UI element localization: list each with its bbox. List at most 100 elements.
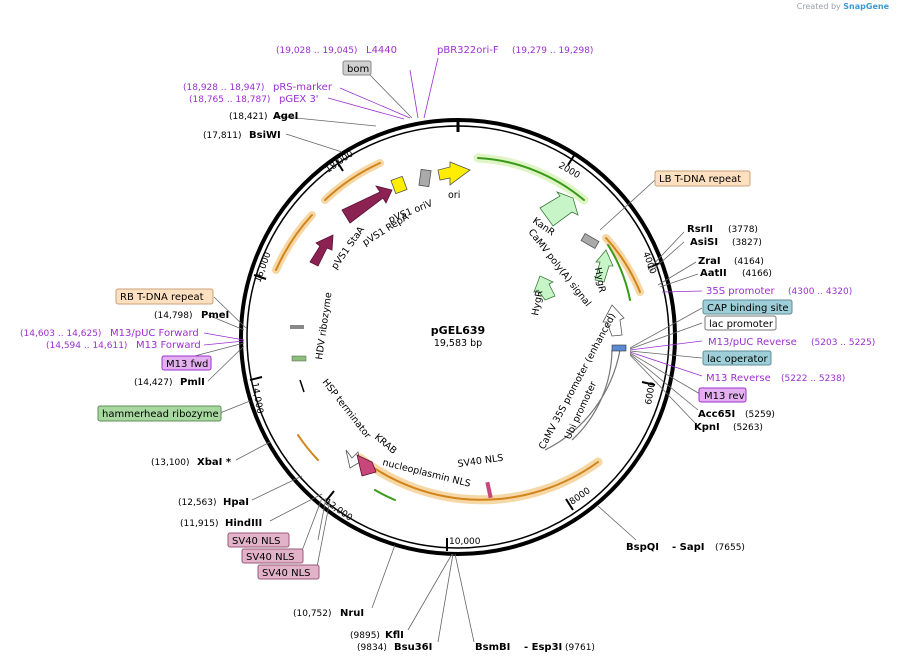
rb-feature[interactable] <box>290 325 304 329</box>
orf-arc-topleft <box>324 162 381 201</box>
staa-feature[interactable] <box>309 234 334 267</box>
krab-feature[interactable] <box>356 454 377 477</box>
sv40-box-2[interactable] <box>241 548 304 564</box>
pmli-pos: (14,427) <box>134 378 173 388</box>
m13rev-box[interactable] <box>698 387 747 403</box>
kfli-label[interactable]: KflI <box>385 630 404 641</box>
rsrii-label[interactable]: RsrII <box>687 224 713 235</box>
sapi-label[interactable]: - SapI <box>672 542 704 553</box>
ubi-arc <box>544 349 621 451</box>
leader-lines <box>167 57 703 643</box>
rb-repeat-label: RB T-DNA repeat <box>120 292 204 303</box>
pbr322-label[interactable]: pBR322ori-F <box>437 45 499 56</box>
bsu36i-label[interactable]: Bsu36I <box>394 642 432 653</box>
nrui-pos: (10,752) <box>293 609 332 619</box>
esp3i-label[interactable]: - Esp3I <box>524 642 562 653</box>
tick-mark-4000 <box>647 262 661 269</box>
leader-bsu36i <box>437 553 454 643</box>
asisi-label[interactable]: AsiSI <box>690 237 718 248</box>
bspqi-label[interactable]: BspQI <box>626 542 659 553</box>
credit-prefix: Created by <box>796 2 841 11</box>
orf-arc-bottom <box>359 457 599 501</box>
m13rev-box-label: M13 rev <box>704 391 745 402</box>
kpni-label[interactable]: KpnI <box>694 422 720 433</box>
sv40-box-3[interactable] <box>257 564 320 580</box>
plasmid-length: 19,583 bp <box>434 338 482 349</box>
camv35s-arrow[interactable] <box>602 304 625 337</box>
polya-feature[interactable] <box>580 232 600 250</box>
scale-ticks <box>249 153 661 551</box>
bom-box[interactable] <box>342 60 372 76</box>
hindiii-label[interactable]: HindIII <box>225 518 262 529</box>
marker-tick <box>299 379 305 393</box>
tick-mark-2000 <box>567 153 576 166</box>
leader-hpai <box>251 475 303 501</box>
nrui-label[interactable]: NruI <box>340 608 364 619</box>
leader-kfli <box>407 553 453 631</box>
prs-label[interactable]: pRS-marker <box>273 82 333 93</box>
leader-hammerhead <box>219 400 251 414</box>
m13puc-rev-label[interactable]: M13/pUC Reverse <box>708 337 797 348</box>
acc65i-pos: (5259) <box>745 410 775 420</box>
hygr-feature-2[interactable] <box>533 275 556 301</box>
leader-nrui <box>371 544 396 609</box>
zrai-label[interactable]: ZraI <box>698 256 721 267</box>
leader-lacprom <box>629 322 703 350</box>
hammerhead-feature[interactable] <box>291 355 307 362</box>
aatii-label[interactable]: AatII <box>700 268 727 279</box>
tick-mark-8000 <box>565 498 574 511</box>
leader-pmei <box>207 314 245 331</box>
sapi-pos: (7655) <box>715 543 745 553</box>
m13fwd-box[interactable] <box>161 355 212 371</box>
sv40-box-1[interactable] <box>227 532 290 548</box>
bsiwi-label[interactable]: BsiWI <box>249 130 281 141</box>
agei-label[interactable]: AgeI <box>273 111 298 122</box>
hpai-label[interactable]: HpaI <box>223 497 249 508</box>
label-hsp: HSP terminator <box>320 377 373 441</box>
sv40-label-2: SV40 NLS <box>246 552 295 563</box>
tick-6000: 6000 <box>644 381 658 406</box>
bom-feature[interactable] <box>418 168 432 188</box>
kanr-feature[interactable] <box>539 191 579 227</box>
pgex-label[interactable]: pGEX 3' <box>279 94 319 105</box>
l4440-label[interactable]: L4440 <box>366 45 397 56</box>
sv40-label-3: SV40 NLS <box>262 568 311 579</box>
rb-repeat-box[interactable] <box>115 288 214 305</box>
35s-primer-label[interactable]: 35S promoter <box>706 286 776 297</box>
repa-feature[interactable] <box>341 185 393 224</box>
lac-operator-box[interactable] <box>702 350 772 366</box>
bsmbi-label[interactable]: BsmBI <box>475 642 510 653</box>
snapgene-logo: SnapGene <box>843 2 889 11</box>
tick-mark-16000 <box>253 274 267 280</box>
sv40nls-feature[interactable] <box>485 481 493 499</box>
pmei-label[interactable]: PmeI <box>201 310 229 321</box>
m13puc-fwd-label[interactable]: M13/pUC Forward <box>110 328 199 339</box>
leader-bsmbi <box>454 553 475 643</box>
hygr-feature-1[interactable] <box>594 249 614 283</box>
orf-arc-top <box>477 157 585 201</box>
leader-35s <box>661 290 703 293</box>
orf-arc-right-inner <box>607 244 631 301</box>
cap-box[interactable] <box>702 299 793 315</box>
leader-aatii <box>659 273 699 288</box>
oriv-feature[interactable] <box>390 175 408 195</box>
credit: Created by SnapGene <box>797 2 889 11</box>
sv40-label-1: SV40 NLS <box>232 536 281 547</box>
m13rev-primer-label[interactable]: M13 Reverse <box>706 373 771 384</box>
pmli-label[interactable]: PmlI <box>180 377 205 388</box>
orf-arcs <box>272 153 644 505</box>
prs-pos: (18,928 .. 18,947) <box>183 83 264 93</box>
m13fwd-label[interactable]: M13 Forward <box>136 340 201 351</box>
acc65i-label[interactable]: Acc65I <box>698 409 735 420</box>
leader-agei <box>275 115 377 127</box>
bottom-labels: (10,752) NruI (9895) KflI (9834) Bsu36I … <box>293 608 595 653</box>
ori-feature[interactable] <box>437 161 471 186</box>
lb-repeat-box[interactable] <box>654 170 751 187</box>
label-sv40nls: SV40 NLS <box>457 453 504 470</box>
xbai-label[interactable]: XbaI * <box>197 457 232 468</box>
cap-site-feature[interactable] <box>611 344 627 352</box>
hammerhead-box[interactable] <box>97 405 222 422</box>
m13fwd-box-label: M13 fwd <box>166 359 208 370</box>
lac-promoter-box[interactable] <box>704 315 777 331</box>
